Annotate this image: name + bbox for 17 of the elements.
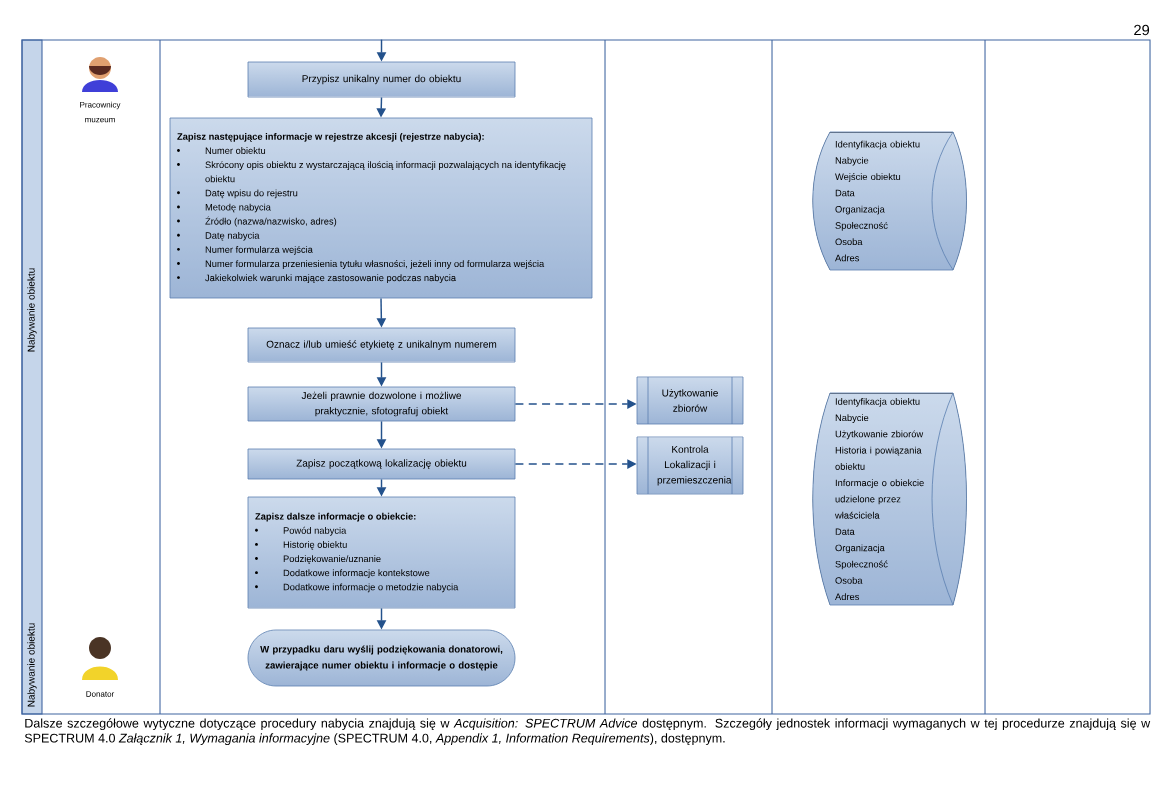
data-store: Identyfikacja obiektu Nabycie Użytkowanie zbiorów Historia i powiązania obiektu Informacje o obiekcie udzielone przez właściciela Data Organizacja Społeczność Osoba Adres <box>812 392 967 606</box>
terminator-box: W przypadku daru wyślij podziękowania donatorowi, zawierające numer obiektu i informacje o dostępie <box>247 629 516 687</box>
data-store: Identyfikacja obiektu Nabycie Wejście obiektu Data Organizacja Społeczność Osoba Adres <box>812 131 967 271</box>
process-box: Zapisz następujące informacje w rejestrze akcesji (rejestrze nabycia): Numer obiektu Skrócony opis obiektu z wystarczającą ilością informacji pozwalających na identyfikację obiektu Datę wpisu do rejestru Metodę nabycia Źródło (nazwa/nazwisko, adres) Datę nabycia Numer formularza wejścia Numer formularza przeniesienia tytułu własności, jeżeli inny od formularza wejścia Jakiekolwiek warunki mające zastosowanie podczas nabycia <box>169 117 593 299</box>
process-box: Przypisz unikalny numer do obiektu <box>247 61 516 98</box>
person-caption: Pracownicy muzeum <box>80 101 121 123</box>
page-number: 29 <box>1134 24 1150 36</box>
person-caption: Donator <box>86 691 115 697</box>
process-box: Jeżeli prawnie dozwolone i możliwe praktycznie, sfotografuj obiekt <box>247 386 516 422</box>
process-box: Zapisz dalsze informacje o obiekcie: Powód nabycia Historię obiektu Podziękowanie/uznanie Dodatkowe informacje kontekstowe Dodatkowe informacje o metodzie nabycia <box>247 496 516 609</box>
lane-label: Nabywanie obiektu <box>27 268 37 352</box>
caption: Dalsze szczegółowe wytyczne dotyczące procedury nabycia znajdują się w Acquisition: SPECTRUM Advice dostępnym. Szczegóły jednostek informacji wymaganych w tej procedurze znajdują się w SPECTRUM 4.0 Załącznik 1, Wymagania informacyjne (SPECTRUM 4.0, Appendix 1, Information Requirements), dostępnym. <box>24 718 1151 746</box>
process-box: Zapisz początkową lokalizację obiektu <box>247 448 516 480</box>
lane-label: Nabywanie obiektu <box>27 623 37 707</box>
subprocess-box: Kontrola Lokalizacji i przemieszczenia <box>636 436 744 495</box>
subprocess-box: Użytkowanie zbiorów <box>636 376 744 425</box>
process-box: Oznacz i/lub umieść etykietę z unikalnym numerem <box>247 327 516 363</box>
